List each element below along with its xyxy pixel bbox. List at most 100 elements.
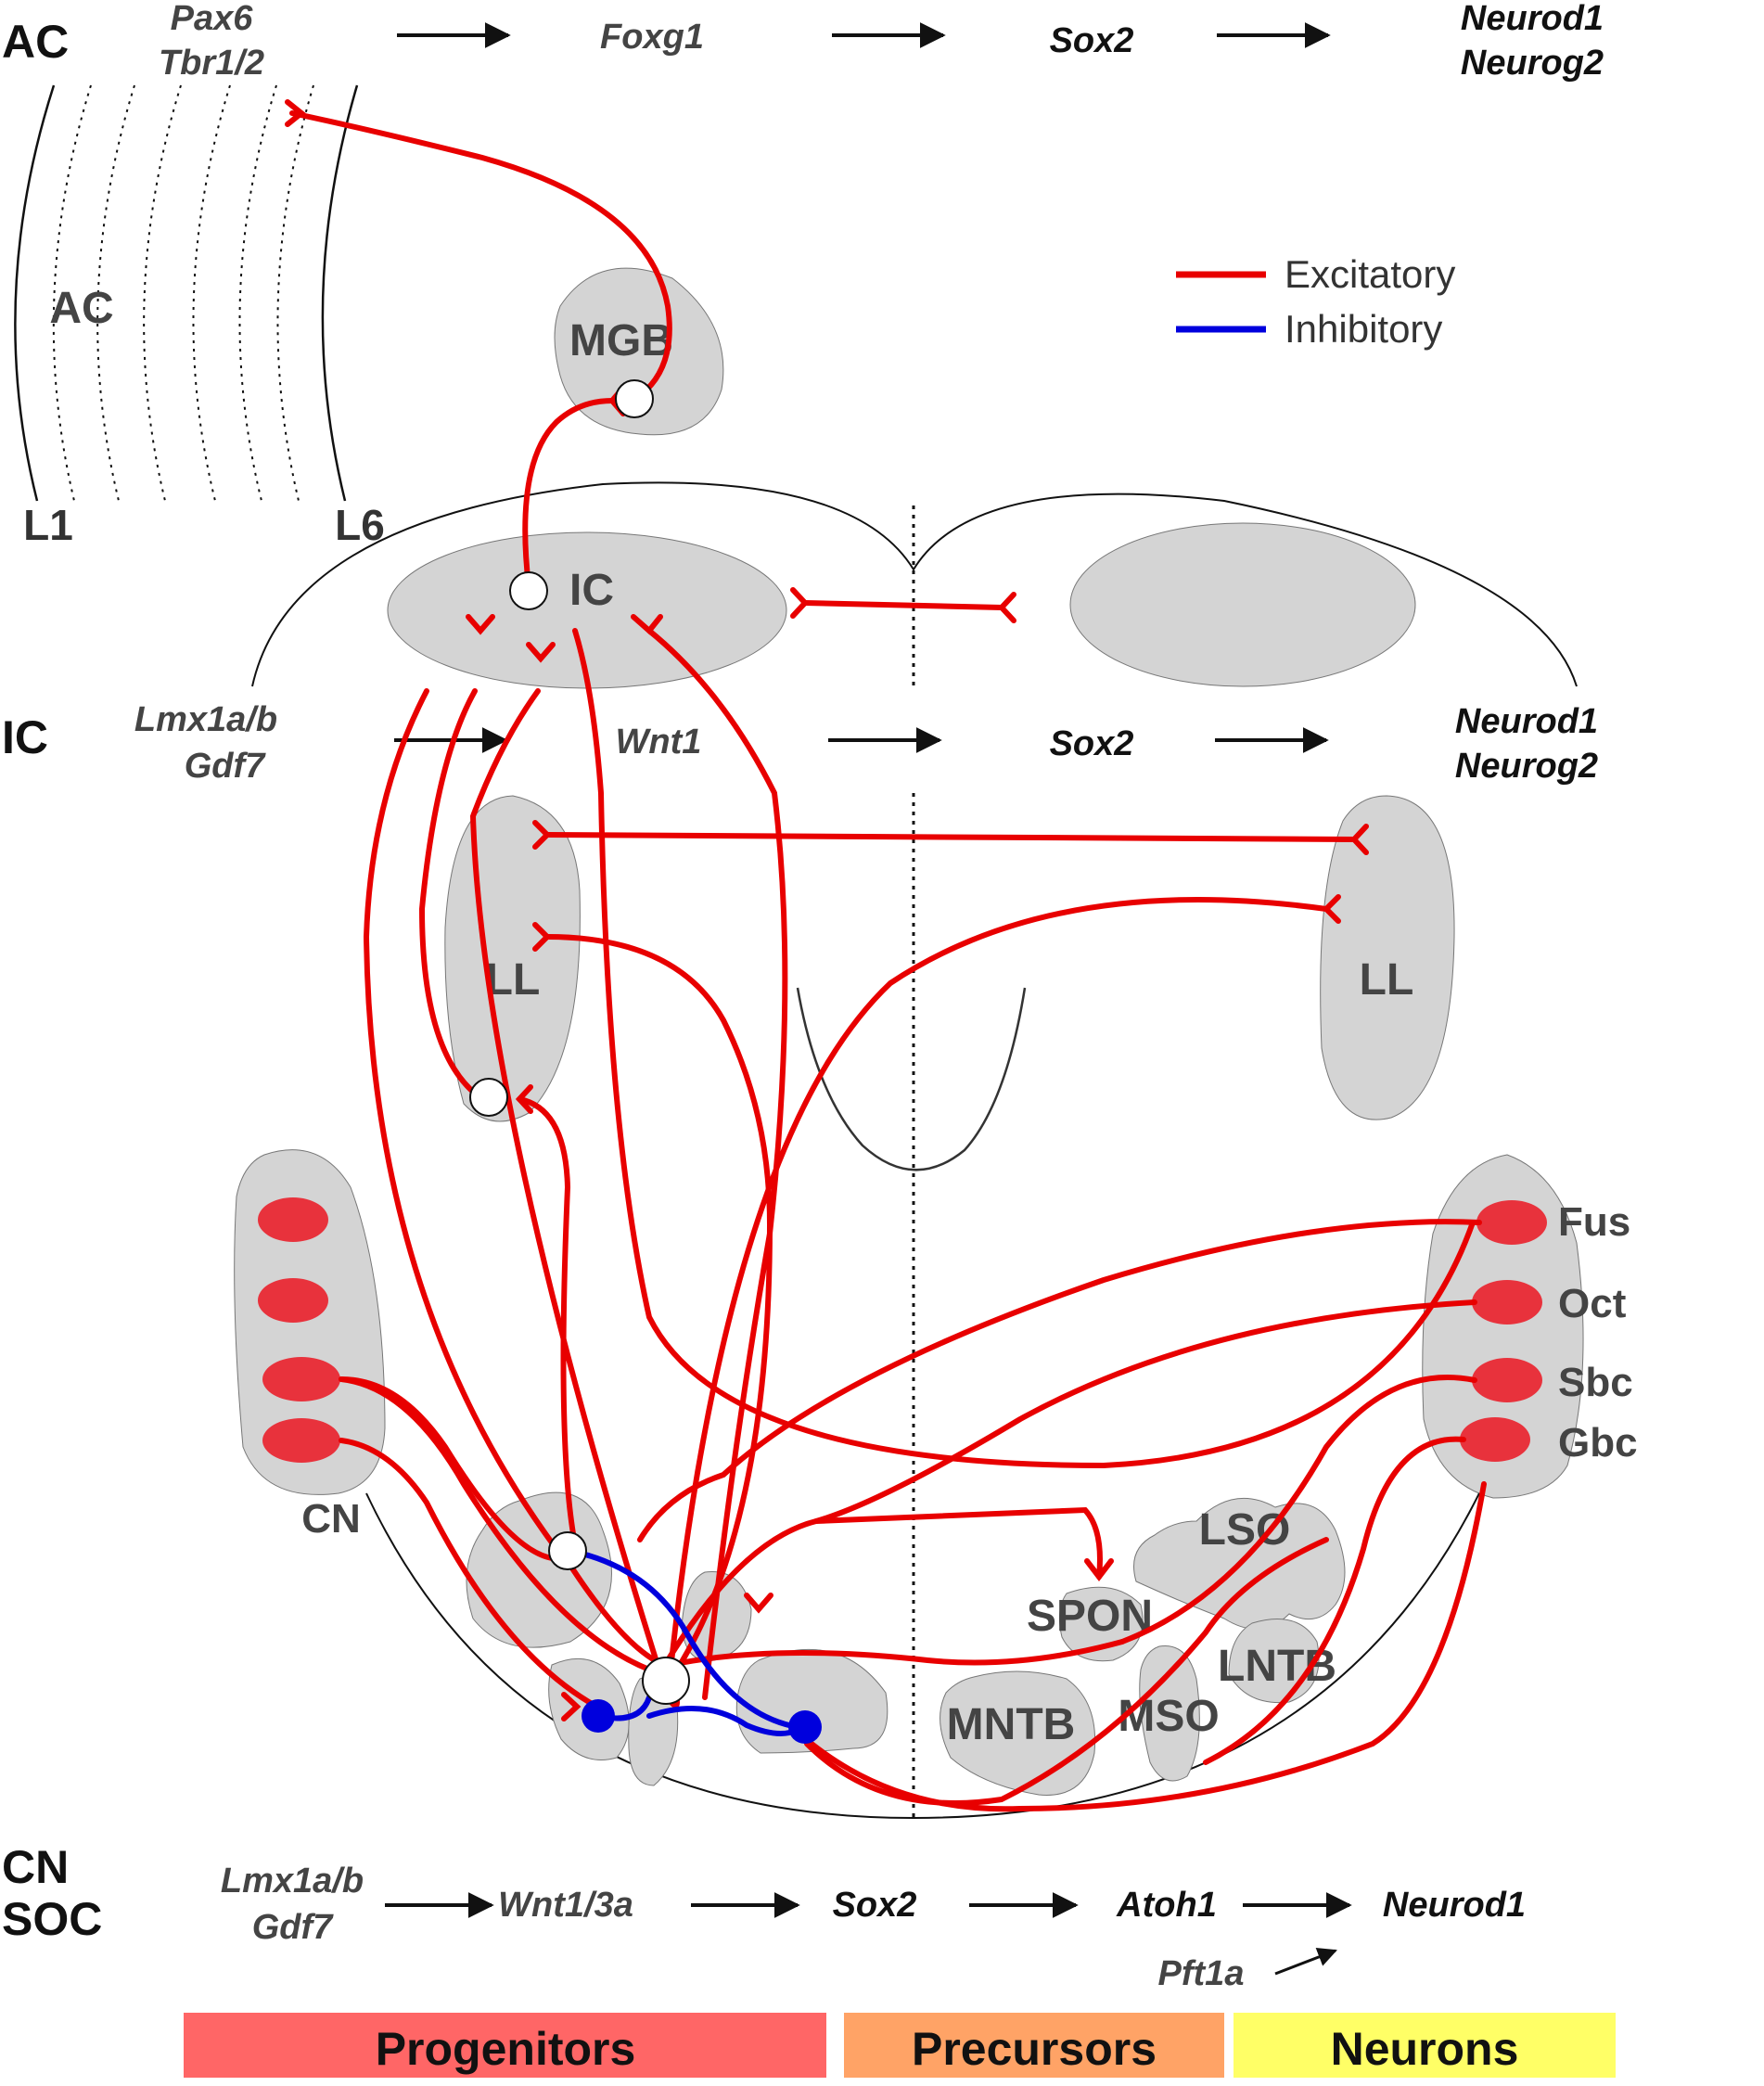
ic-commissural-axon	[802, 600, 1004, 610]
lateral-lemniscus: LL LL	[444, 795, 1455, 1171]
ic-right-region	[1069, 522, 1416, 687]
cortex-region-label: AC	[49, 284, 113, 333]
ic-row-label: IC	[2, 711, 48, 763]
synapse-terminal	[532, 922, 552, 952]
synapse-terminal	[532, 820, 552, 850]
ll-axon	[517, 1096, 578, 1547]
mgb: MGB	[554, 267, 724, 436]
cn-cell-label-sbc: Sbc	[1558, 1360, 1633, 1405]
ll-contralateral-axon	[665, 897, 1329, 1700]
band-precursors	[844, 2013, 1224, 2078]
cortex-layer-line	[52, 84, 92, 502]
gene-neurod1: Neurod1	[1455, 702, 1598, 741]
synapse-terminal	[285, 99, 306, 127]
gene-neurod1: Neurod1	[1461, 0, 1604, 38]
band-progenitors-label: Progenitors	[376, 2023, 636, 2075]
cortex-layer-line	[96, 84, 135, 502]
band-precursors-label: Precursors	[912, 2023, 1157, 2075]
ventricle-outline	[796, 987, 1027, 1171]
gene-gdf7: Gdf7	[185, 747, 266, 786]
soc-row-label: SOC	[2, 1893, 102, 1945]
mgb-label: MGB	[569, 316, 673, 365]
gene-wnt1-3a: Wnt1/3a	[498, 1886, 633, 1925]
synapse-terminal	[1349, 824, 1369, 855]
cn-left-axon	[339, 1376, 652, 1672]
gene-gdf7: Gdf7	[252, 1908, 334, 1947]
gene-neurod1: Neurod1	[1383, 1886, 1526, 1925]
soc-neuron	[642, 1657, 690, 1705]
cn-cell-fus	[1476, 1200, 1547, 1245]
cortex-layer-line	[276, 84, 314, 502]
mgb-neuron	[615, 379, 654, 418]
legend-inhibitory-label: Inhibitory	[1285, 307, 1442, 351]
cn-soc-gene-row: CN SOC Lmx1a/b Gdf7 Wnt1/3a Sox2 Atoh1 N…	[2, 1841, 1526, 1993]
gene-pft1a: Pft1a	[1158, 1954, 1245, 1993]
mntb-label: MNTB	[947, 1700, 1076, 1749]
legend-excitatory-label: Excitatory	[1285, 252, 1455, 296]
ic-to-mgb-axon	[522, 398, 615, 589]
inhibitory-neuron	[582, 1699, 615, 1733]
ascending-axon	[646, 628, 788, 1700]
gene-sox2: Sox2	[1050, 724, 1134, 763]
cn-row-label: CN	[2, 1841, 69, 1893]
gene-pax6: Pax6	[171, 0, 254, 38]
cn-fus-axon	[637, 1219, 1482, 1542]
synapse-terminal	[1084, 1558, 1114, 1581]
cn-left-axon	[339, 1376, 680, 1672]
gene-sox2: Sox2	[1050, 21, 1134, 60]
gene-sox2: Sox2	[833, 1886, 917, 1925]
synapse-terminal	[515, 1084, 533, 1114]
ac-row-label: AC	[2, 16, 69, 68]
auditory-cortex: AC L1 L6	[14, 84, 385, 549]
ic-neuron	[509, 571, 548, 610]
cn-left-cell	[262, 1357, 340, 1401]
ll-commissural-axon	[544, 832, 1357, 842]
ll-left-label: LL	[486, 955, 541, 1005]
synapse-terminal	[561, 1692, 582, 1721]
synapse-terminal	[1322, 894, 1341, 924]
cn-label: CN	[301, 1496, 361, 1542]
ascending-axon	[363, 688, 559, 1552]
midbrain: IC	[251, 481, 1578, 1823]
ic-label: IC	[569, 566, 614, 615]
lntb-label: LNTB	[1218, 1642, 1336, 1691]
soc-neuron	[548, 1531, 587, 1570]
spon-axon	[813, 1506, 1103, 1580]
layer-label-l6: L6	[335, 501, 385, 549]
neuron-somata	[469, 379, 690, 1705]
inhibitory-neuron	[788, 1710, 822, 1744]
synapse-terminal	[466, 614, 495, 635]
cn-gbc-axon	[1203, 1436, 1466, 1765]
cochlear-nucleus-right: Fus Oct Sbc Gbc	[1422, 1154, 1638, 1499]
gene-lmx1a-b: Lmx1a/b	[134, 700, 277, 739]
ll-right-label: LL	[1360, 955, 1414, 1005]
synapse-terminal	[526, 642, 556, 663]
mgb-to-cortex-axon	[289, 110, 672, 402]
cn-cell-gbc	[1460, 1417, 1530, 1462]
gene-neurog2: Neurog2	[1455, 747, 1598, 786]
inhibitory-axon	[568, 1548, 800, 1730]
cn-cell-oct	[1472, 1280, 1542, 1325]
cortex-layer-line	[192, 84, 231, 502]
cochlear-nucleus-left: CN	[234, 1149, 386, 1542]
mso-region	[1139, 1644, 1200, 1782]
midbrain-outline	[251, 481, 1578, 687]
synapse-terminal	[744, 1593, 773, 1614]
band-neurons	[1234, 2013, 1616, 2078]
inhibitory-axon	[646, 1706, 800, 1736]
cn-sbc-axon	[1119, 1375, 1477, 1644]
layer-label-l1: L1	[23, 501, 73, 549]
ll-axon	[544, 934, 773, 1672]
gene-atoh1: Atoh1	[1116, 1886, 1217, 1925]
synapse-terminal	[631, 614, 663, 635]
cn-left-cell	[258, 1278, 328, 1323]
mso-label: MSO	[1118, 1692, 1219, 1741]
legend: Excitatory Inhibitory	[1176, 252, 1455, 351]
cn-gbc-return-axon	[809, 1481, 1487, 1812]
cortex-inner-boundary	[321, 84, 359, 502]
cn-left-axon	[339, 1438, 596, 1708]
spon-label: SPON	[1027, 1592, 1153, 1641]
stage-bands: Progenitors Precursors Neurons	[184, 2013, 1616, 2078]
gene-wnt1: Wnt1	[616, 723, 702, 761]
